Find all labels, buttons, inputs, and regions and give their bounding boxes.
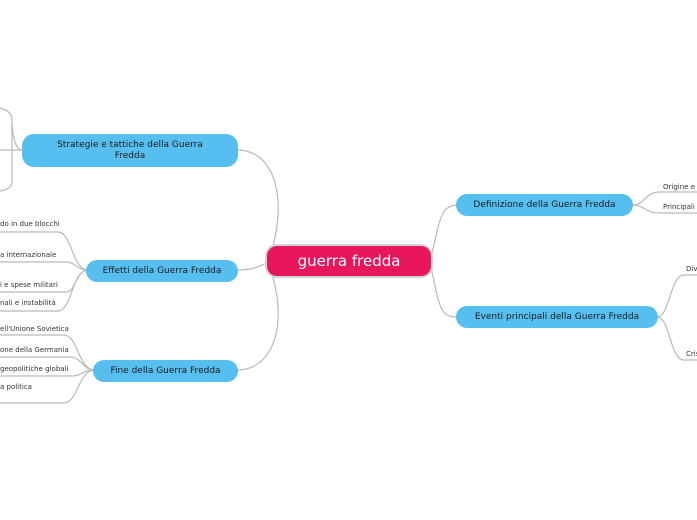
link-effetti-4 <box>0 269 89 312</box>
topic-effetti-label: Effetti della Guerra Fredda <box>102 265 222 276</box>
leaf-fine-1[interactable]: ell'Unione Sovietica <box>0 325 69 333</box>
topic-effetti[interactable]: Effetti della Guerra Fredda <box>86 260 238 282</box>
leaf-eventi-2[interactable]: Cris <box>686 350 697 358</box>
link-definizione-2 <box>631 204 697 214</box>
central-node-label: guerra fredda <box>297 252 401 270</box>
link-eventi-1 <box>656 274 697 318</box>
link-effetti <box>236 261 269 271</box>
leaf-fine-3[interactable]: geopolitiche globali <box>0 365 69 373</box>
leaf-fine-2[interactable]: one della Germania <box>0 346 69 354</box>
topic-eventi[interactable]: Eventi principali della Guerra Fredda <box>456 306 658 328</box>
central-node[interactable]: guerra fredda <box>265 244 433 278</box>
link-effetti-2 <box>0 261 89 271</box>
leaf-effetti-2[interactable]: a internazionale <box>0 251 57 259</box>
leaf-effetti-3[interactable]: i e spese militari <box>0 281 58 289</box>
topic-fine-label: Fine della Guerra Fredda <box>110 365 221 376</box>
topic-fine[interactable]: Fine della Guerra Fredda <box>93 360 238 382</box>
link-strategie-top <box>0 107 13 121</box>
link-definizione <box>429 204 459 263</box>
link-effetti-1 <box>0 231 89 271</box>
link-eventi <box>429 261 459 318</box>
leaf-eventi-1[interactable]: Div <box>686 265 697 273</box>
topic-definizione-label: Definizione della Guerra Fredda <box>473 199 616 210</box>
leaf-effetti-1[interactable]: do in due blocchi <box>0 220 60 228</box>
topic-strategie-label: Strategie e tattiche della Guerra Fredda <box>57 139 203 161</box>
topic-eventi-label: Eventi principali della Guerra Fredda <box>474 311 640 322</box>
topic-strategie[interactable]: Strategie e tattiche della Guerra Fredda <box>22 134 238 167</box>
leaf-definizione-1[interactable]: Origine e c <box>663 183 697 191</box>
topic-definizione[interactable]: Definizione della Guerra Fredda <box>456 194 633 216</box>
leaf-fine-4[interactable]: a politica <box>0 383 32 391</box>
link-fine-2 <box>0 356 96 371</box>
link-definizione-1 <box>631 191 697 206</box>
link-strategie-bracket <box>0 119 23 192</box>
leaf-definizione-2[interactable]: Principali <box>663 203 695 211</box>
link-strategie <box>236 149 279 263</box>
link-fine <box>236 261 279 371</box>
link-fine-4 <box>0 369 96 404</box>
link-eventi-2 <box>656 316 697 361</box>
leaf-effetti-4[interactable]: nali e instabilità <box>0 299 56 307</box>
